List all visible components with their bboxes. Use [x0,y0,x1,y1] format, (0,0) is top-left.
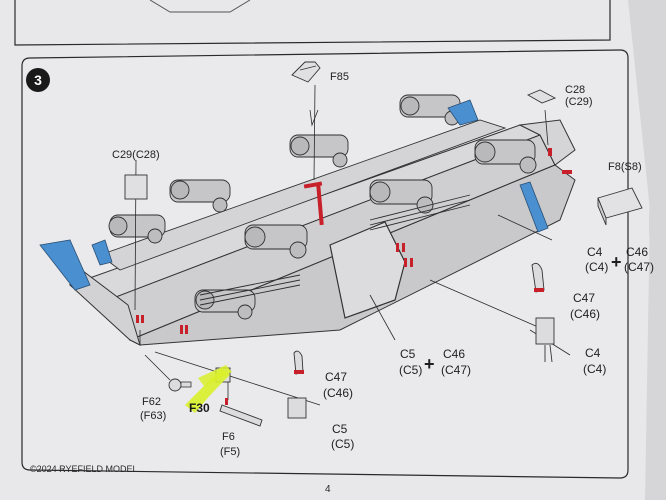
suspension-unit-8 [194,289,256,320]
blue-part-left [39,239,91,291]
label-c47-d: C47 [325,370,347,384]
plus-sign-2: + [424,354,435,374]
under-sheet [628,0,666,500]
label-c46-a: C46 [626,245,648,259]
label-c47-b: C47 [573,291,595,305]
blue-part-left-small [91,239,113,266]
step-number-circle [26,68,50,92]
blue-part-top [447,99,479,126]
label-c5-b: C5 [332,422,348,436]
highlighter-mark-2 [198,365,232,386]
label-f62: F62 [142,396,161,408]
footer-copyright: ©2024 RYEFIELD MODEL [30,464,138,474]
previous-panel-drawing [149,0,251,13]
label-c46-d-paren: (C46) [323,386,353,400]
suspension-unit-3 [244,224,308,259]
inspection-hatch [329,221,406,319]
previous-panel-border [14,0,611,46]
label-c29-c28: C29(C28) [112,149,160,161]
part-f85 [291,61,321,83]
blue-part-right [519,181,549,233]
label-c4-a-paren: (C4) [585,260,608,274]
label-c5-a: C5 [400,347,416,361]
suspension-unit-4 [289,134,349,168]
part-c47-c4-right [531,262,555,363]
part-f62 [168,378,192,392]
suspension-unit-5 [369,179,434,214]
label-c5-a-paren: (C5) [399,363,422,377]
label-c47-a-paren: (C47) [624,260,654,274]
label-f85: F85 [330,71,349,83]
label-c47-c-paren: (C47) [441,363,471,377]
step-number: 3 [34,72,42,88]
suspension-unit-7 [474,139,537,174]
suspension-unit-6 [399,94,461,126]
label-f30: F30 [189,401,210,415]
highlighter-mark [185,368,230,413]
label-c4-b: C4 [585,346,601,360]
label-f6: F6 [222,431,235,443]
upper-frame-rail [99,119,507,271]
label-c28: C28 [565,84,585,96]
label-c4-a: C4 [587,245,603,259]
suspension-units [108,94,537,320]
footer-page-number: 4 [325,484,331,495]
label-c29-paren: (C29) [565,96,593,108]
suspension-unit-2 [169,179,231,213]
plus-sign-1: + [611,252,622,272]
label-c4-b-paren: (C4) [583,362,606,376]
part-c29-c28 [124,174,148,200]
label-f5-paren: (F5) [220,446,240,458]
label-c46-c: C46 [443,347,465,361]
label-c46-b-paren: (C46) [570,307,600,321]
red-attachment-marks [136,148,572,334]
part-f8-s8 [597,187,643,226]
part-c47-c5-bottom [287,350,307,419]
leaf-springs [199,194,471,306]
label-f8-s8: F8(S8) [608,161,642,173]
label-c5-b-paren: (C5) [331,437,354,451]
suspension-unit-1 [108,214,166,244]
part-c28 [526,89,557,104]
label-f63-paren: (F63) [140,410,166,422]
